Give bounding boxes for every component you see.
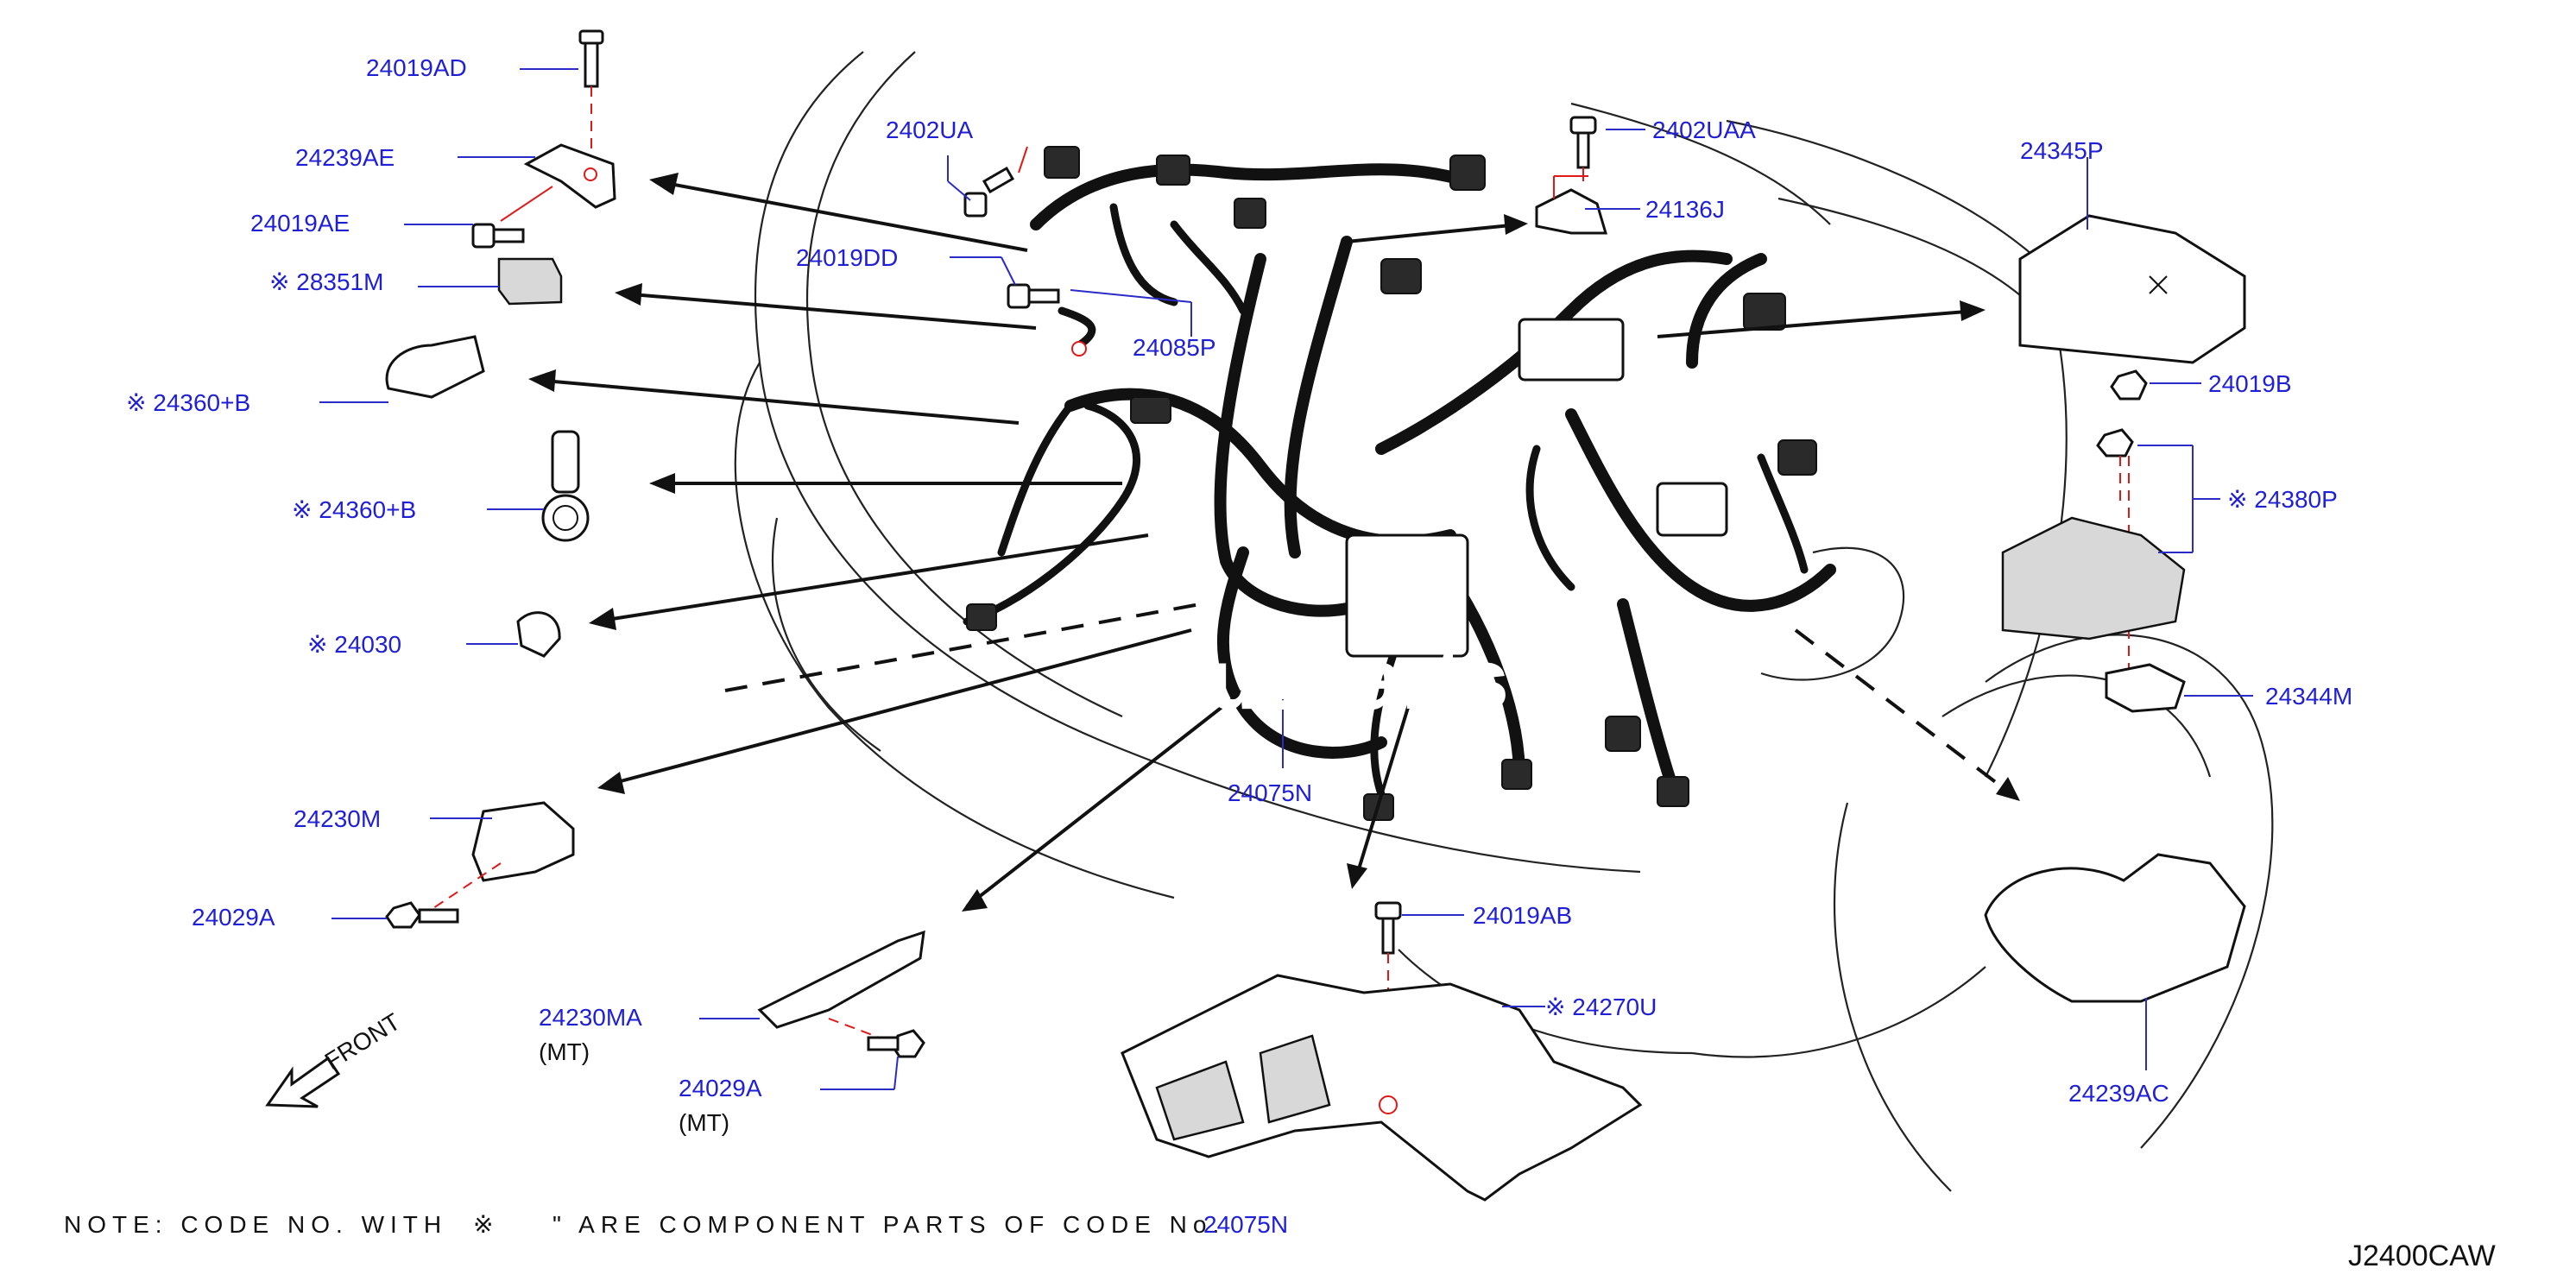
label-24029A[interactable]: 24029A [192,904,275,931]
part-24029A-mt-bolt [867,1029,925,1058]
note-symbol: ※ [473,1211,499,1238]
label-24230M[interactable]: 24230M [294,805,381,832]
note-suffix: " ARE COMPONENT PARTS OF CODE No. [552,1211,1225,1238]
label-2402UAA[interactable]: 2402UAA [1652,117,1756,143]
footnote: NOTE: CODE NO. WITH ※ " ARE COMPONENT PA… [64,1211,1288,1238]
part-24030-clip [516,611,561,658]
label-24019B[interactable]: 24019B [2208,370,2292,397]
part-24270U-bracket [1121,974,1643,1202]
part-24019B-nut [2110,369,2148,401]
label-leader-lines [319,68,2253,1090]
label-24019AD[interactable]: 24019AD [366,54,467,81]
part-24019DD-bolt [1007,283,1060,309]
part-2402UAA-bolt [1569,116,1597,181]
part-24239AE-bracket [500,143,616,222]
part-24019AE-bolt [471,223,525,249]
label-24380P[interactable]: ※ 24380P [2227,486,2338,513]
label-24085P[interactable]: 24085P [1133,334,1216,361]
part-24345P-cover [2018,214,2246,364]
label-24344M[interactable]: 24344M [2265,683,2352,710]
front-direction-indicator: FRONT [265,1008,405,1108]
part-28351M-clip [497,257,563,306]
label-24230MA[interactable]: 24230MA [539,1004,642,1031]
label-24029A-mt[interactable]: 24029A [679,1075,762,1101]
part-24360B-boot-2 [541,430,590,542]
label-24239AC[interactable]: 24239AC [2068,1080,2169,1107]
front-label: FRONT [320,1008,405,1075]
part-24380P-fuse-block [2001,428,2186,673]
label-24029A-mt-sub: (MT) [679,1109,729,1136]
part-24029A-bolt [385,901,459,929]
diagram-code: J2400CAW [2348,1240,2496,1272]
label-24019AB[interactable]: 24019AB [1473,902,1572,929]
part-2402UA-bolt [963,146,1028,218]
main-wiring-harness [963,146,1836,821]
note-prefix: NOTE: CODE NO. WITH [64,1211,447,1238]
watermark: usparts [1209,634,1508,726]
label-2402UA[interactable]: 2402UA [886,117,974,143]
part-24344M-terminal [2105,663,2186,713]
part-24136J-ground-plate [1535,175,1608,235]
label-24136J[interactable]: 24136J [1645,196,1725,223]
label-24270U[interactable]: ※ 24270U [1545,994,1657,1020]
label-28351M[interactable]: ※ 28351M [269,268,383,295]
part-labels: 24019AD 24239AE 24019AE ※ 28351M ※ 24360… [126,54,2352,1136]
part-24085P-ground-wire [1058,306,1096,357]
label-24239AE[interactable]: 24239AE [295,144,395,171]
label-24019AE[interactable]: 24019AE [250,210,350,237]
part-24239AC-cover [1984,853,2246,1003]
part-24360B-boot-1 [385,335,485,399]
part-24019AD-bolt [578,29,604,164]
note-ref-code[interactable]: 24075N [1203,1211,1288,1238]
label-24230MA-mt: (MT) [539,1038,590,1065]
label-24075N[interactable]: 24075N [1228,779,1312,806]
label-24360B-2[interactable]: ※ 24360+B [292,496,416,523]
label-24030[interactable]: ※ 24030 [307,631,401,658]
label-24360B-1[interactable]: ※ 24360+B [126,389,250,416]
part-24230MA-bracket [757,930,925,1045]
label-24019DD[interactable]: 24019DD [796,244,898,271]
callout-arrows [528,173,2020,912]
label-24345P[interactable]: 24345P [2020,137,2104,164]
part-24230M-bracket [422,801,575,916]
